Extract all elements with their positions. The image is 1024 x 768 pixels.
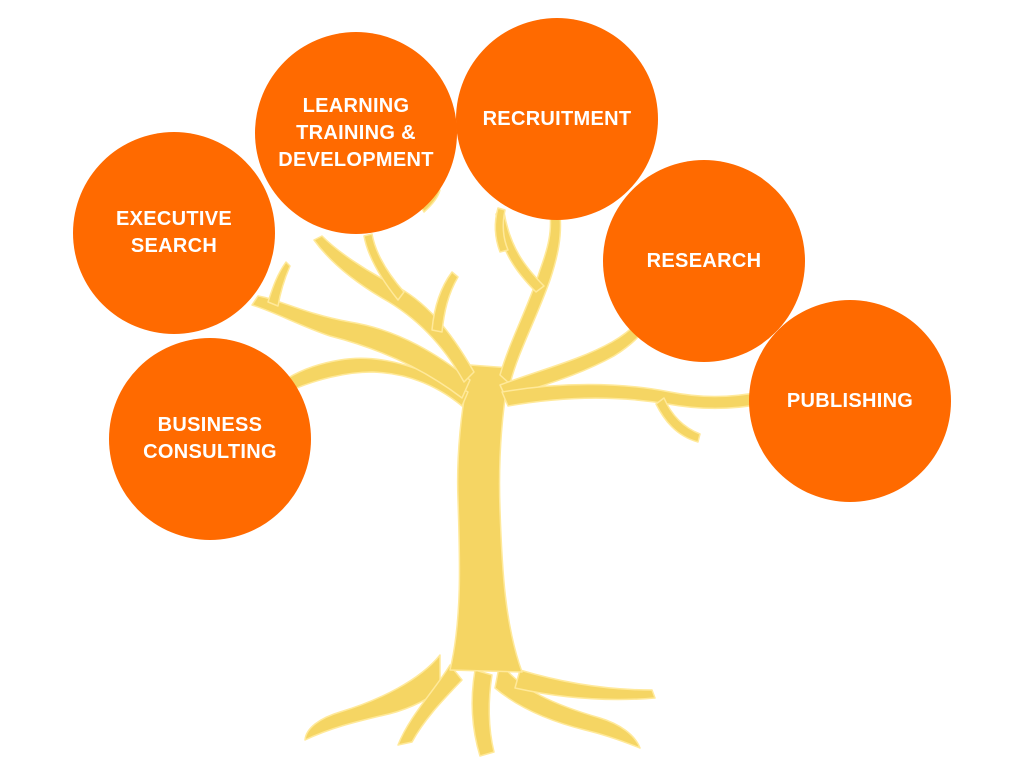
executive-search-node: EXECUTIVE SEARCH [73,132,275,334]
recruitment-label: RECRUITMENT [482,107,632,130]
recruitment-node: RECRUITMENT [456,18,658,220]
publishing-node: PUBLISHING [749,300,951,502]
publishing-label: PUBLISHING [786,389,914,412]
learning-training-development-node: LEARNING TRAINING & DEVELOPMENT [255,32,457,234]
research-label: RESEARCH [646,249,762,272]
business-consulting-label: BUSINESS CONSULTING [143,414,277,463]
business-consulting-node: BUSINESS CONSULTING [109,338,311,540]
learning-training-development-label: LEARNING TRAINING & DEVELOPMENT [278,94,434,171]
executive-search-label: EXECUTIVE SEARCH [115,208,233,257]
research-node: RESEARCH [603,160,805,362]
